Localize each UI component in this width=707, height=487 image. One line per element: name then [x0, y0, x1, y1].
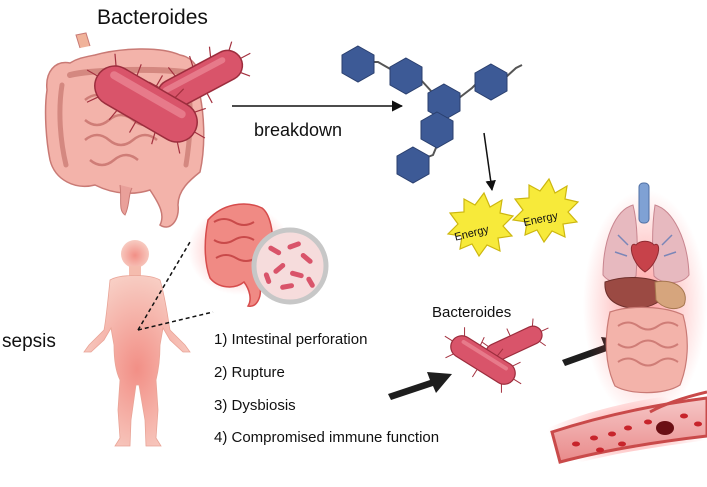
bacterium-icon — [86, 41, 251, 154]
human-body-icon — [83, 240, 191, 447]
bacteroides-label-small: Bacteroides — [432, 304, 512, 321]
energy-burst-icon: Energy Energy — [446, 177, 580, 258]
energy-arrow — [483, 132, 496, 192]
connector-lines — [137, 241, 214, 331]
organs-icon — [583, 182, 707, 420]
blood-vessel-icon — [548, 390, 707, 470]
sepsis-label: sepsis — [2, 331, 56, 352]
cause-item: 4) Compromised immune function — [214, 429, 440, 446]
cause-item: 3) Dysbiosis — [214, 397, 296, 414]
title-label: Bacteroides — [97, 6, 208, 29]
polysaccharide-chain-icon — [341, 45, 523, 184]
bacterium-icon — [444, 318, 549, 393]
microscope-zoom-icon — [251, 227, 329, 305]
cause-item: 2) Rupture — [214, 364, 285, 381]
breakdown-label: breakdown — [254, 120, 343, 140]
cause-item: 1) Intestinal perforation — [214, 331, 368, 348]
